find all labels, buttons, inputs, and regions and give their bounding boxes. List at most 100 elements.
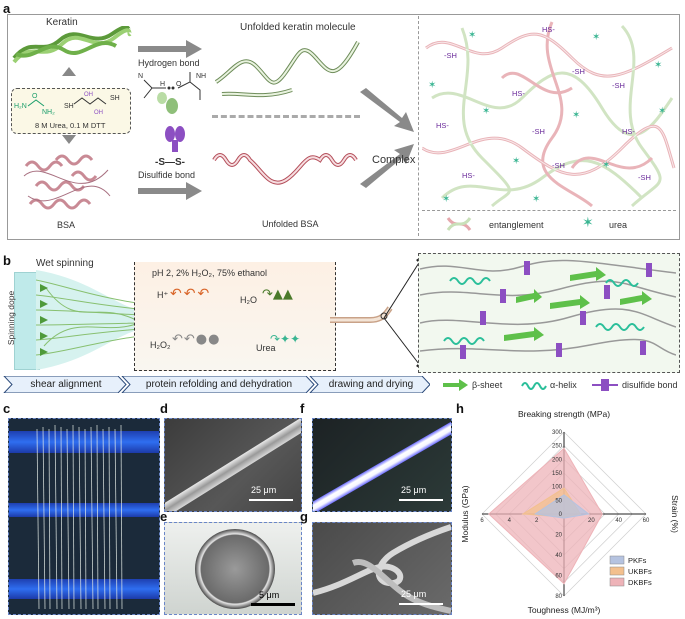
h-plus-label: H⁺ (157, 290, 169, 300)
arrow-icon (138, 182, 202, 200)
panel-label-h: h (456, 401, 464, 416)
radar-tick-label: 150 (552, 471, 563, 477)
sh-label: HS- (462, 171, 475, 180)
complex-label: Complex (372, 154, 416, 166)
entanglement-icon (446, 217, 472, 231)
complex-network-image: HS- -SH -SH HS- -SH HS- -SH HS- HS- -SH … (422, 21, 676, 208)
unfolded-keratin-chain (214, 41, 360, 98)
complex-arrows-icon (360, 88, 414, 188)
axis-label-modulus: Modulus (GPa) (460, 485, 470, 542)
axis-label-breaking-strength: Breaking strength (MPa) (518, 409, 610, 419)
legend-label-ukbfs: UKBFs (628, 567, 652, 576)
legend-swatch-ukbfs (609, 566, 625, 576)
h2o2-arrows-icon: ↶↶●● (172, 332, 221, 347)
fiber-structure-image (420, 259, 676, 359)
bsa-label: BSA (57, 220, 76, 230)
panel-label-e: e (160, 509, 168, 524)
legend-swatch-pkfs (609, 555, 625, 565)
wet-spinning-label: Wet spinning (36, 258, 94, 269)
sh-label: HS- (542, 25, 555, 34)
panel-label-g: g (300, 509, 308, 524)
radar-tick-label: 4 (508, 518, 512, 524)
scale-label-g: 25 μm (401, 589, 427, 599)
panel-label-f: f (300, 401, 305, 416)
legend-disulfide-bond: disulfide bond (622, 380, 678, 390)
separator-line (212, 115, 360, 118)
photo-fiber-bundle (8, 418, 160, 615)
step-shear-alignment: shear alignment (30, 379, 102, 390)
svg-text:✶: ✶ (482, 106, 490, 117)
scale-label-e: 5 μm (259, 590, 280, 600)
axis-label-toughness: Toughness (MJ/m³) (528, 605, 601, 615)
panel-label-b: b (3, 253, 11, 268)
coagulation-bath (134, 262, 336, 371)
svg-text:SH: SH (64, 103, 74, 110)
panel-label-c: c (3, 401, 11, 416)
axis-label-strain: Strain (%) (670, 495, 680, 533)
keratin-helix-image (12, 26, 132, 64)
radar-tick-label: 300 (552, 430, 563, 436)
radar-tick-label: 60 (555, 574, 562, 580)
svg-text:✶: ✶ (442, 194, 450, 205)
svg-text:✶: ✶ (512, 156, 520, 167)
scale-bar-f (399, 499, 443, 501)
sh-label: -SH (638, 173, 651, 182)
legend-divider (422, 210, 676, 211)
sh-label: HS- (512, 89, 525, 98)
svg-text:NH: NH (196, 73, 206, 80)
arrow-icon (138, 40, 202, 58)
bath-conditions-label: pH 2, 2% H₂O₂, 75% ethanol (152, 268, 268, 278)
svg-text:H: H (160, 81, 165, 88)
svg-text:✶: ✶ (428, 80, 436, 91)
sh-label: -SH (552, 161, 565, 170)
svg-text:O: O (32, 93, 38, 100)
disulfide-formula: -S—S- (155, 157, 185, 168)
svg-text:O: O (176, 81, 182, 88)
svg-text:✶: ✶ (592, 32, 600, 43)
radar-tick-label: 0 (559, 512, 563, 518)
h2o2-label: H₂O₂ (150, 340, 171, 350)
sh-label: -SH (572, 67, 585, 76)
panel-a-divider (418, 16, 419, 236)
scale-label-d: 25 μm (251, 485, 277, 495)
svg-text:OH: OH (94, 110, 103, 116)
bsa-structure-image (23, 154, 111, 210)
urea-star-icon: ✶ (582, 215, 594, 231)
sh-label: -SH (444, 51, 457, 60)
svg-text:✶: ✶ (602, 160, 610, 171)
sh-label: HS- (436, 121, 449, 130)
down-arrow-icon (62, 135, 76, 144)
keratin-label: Keratin (46, 17, 78, 28)
radar-tick-label: 6 (480, 518, 484, 524)
reagents-box (11, 88, 131, 134)
h2o-arrows-icon: ↷▲▲ (262, 287, 293, 302)
svg-text:✶: ✶ (572, 110, 580, 121)
h2o-label: H₂O (240, 295, 257, 305)
sh-label: -SH (612, 81, 625, 90)
svg-text:✶: ✶ (532, 194, 540, 205)
sem-image-e: 5 μm (164, 522, 302, 615)
panel-label-d: d (160, 401, 168, 416)
svg-text:OH: OH (84, 92, 93, 98)
svg-text:✶: ✶ (468, 30, 476, 41)
step-drawing-drying: drawing and drying (328, 379, 414, 390)
radar-tick-label: 40 (615, 518, 622, 524)
radar-tick-label: 100 (552, 485, 563, 491)
radar-series (488, 447, 603, 585)
step-refolding: protein refolding and dehydration (145, 379, 293, 390)
unfolded-keratin-label: Unfolded keratin molecule (240, 22, 356, 33)
hydrogen-bond-label: Hydrogen bond (138, 58, 200, 68)
urea-arrows-icon: ↷✦✦ (270, 332, 301, 346)
radar-tick-label: 200 (552, 457, 563, 463)
sh-label: HS- (622, 127, 635, 136)
disulfide-legend-icon (592, 379, 618, 391)
svg-text:✶: ✶ (658, 106, 666, 117)
disulfide-bond-label: Disulfide bond (138, 170, 196, 180)
legend-label-dkbfs: DKBFs (628, 578, 652, 587)
panel-a-frame (7, 14, 680, 240)
reagents-label: 8 M Urea, 0.1 M DTT (35, 121, 106, 130)
legend-swatch-dkbfs (609, 577, 625, 587)
